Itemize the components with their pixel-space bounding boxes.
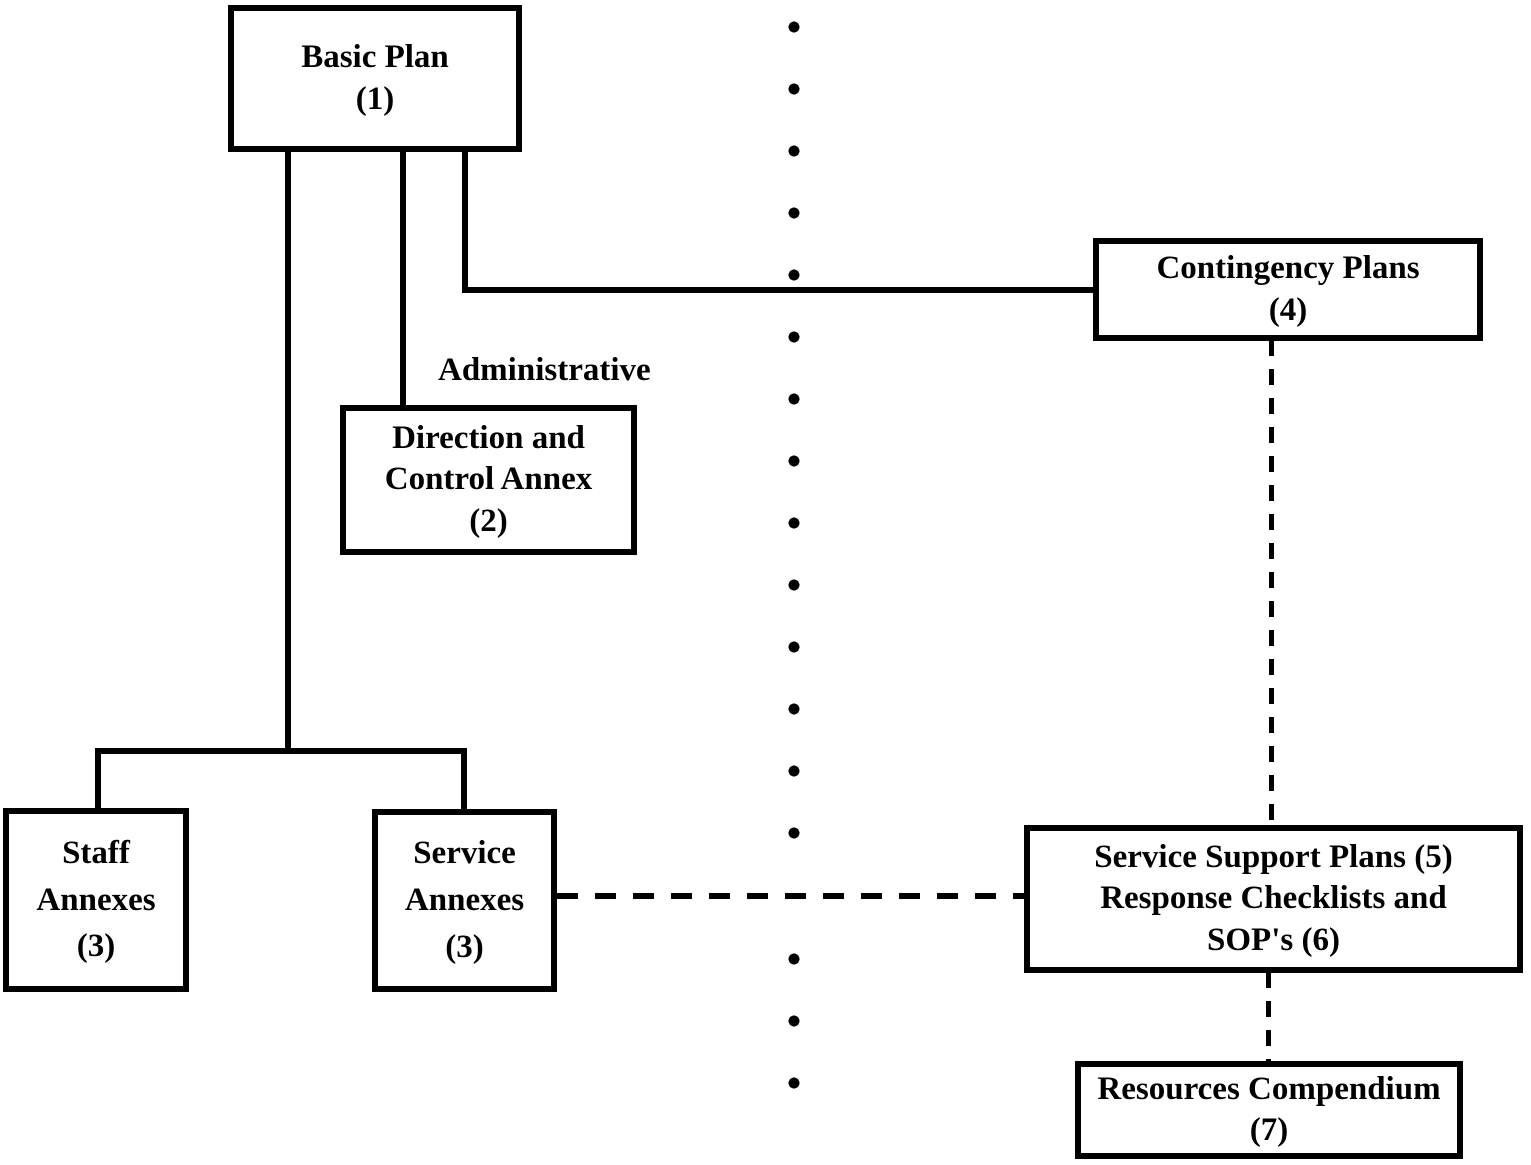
resources-compendium-number: (7) — [1249, 1112, 1289, 1148]
staff-annexes-label-line2: Annexes — [36, 881, 156, 918]
service-annexes-number: (3) — [445, 928, 484, 965]
staff-annexes-box: Staff Annexes (3) — [3, 808, 189, 992]
connector-basic-to-contingency-horizontal — [462, 287, 1098, 293]
service-support-label-line3: SOP's (6) — [1207, 921, 1340, 958]
direction-control-label-line1: Direction and — [392, 420, 585, 457]
service-annexes-label-line1: Service — [413, 835, 516, 872]
connector-service-annexes-to-support-dashed — [557, 893, 1025, 899]
resources-compendium-label: Resources Compendium — [1097, 1070, 1441, 1107]
direction-control-label-line2: Control Annex — [384, 461, 593, 498]
service-support-plans-box: Service Support Plans (5) Response Check… — [1024, 825, 1523, 973]
staff-annexes-number: (3) — [76, 928, 116, 965]
connector-basic-to-direction-vertical — [400, 150, 406, 408]
staff-annexes-label-line1: Staff — [62, 834, 130, 871]
basic-plan-box: Basic Plan (1) — [228, 5, 522, 152]
dotted-divider-lower — [788, 953, 800, 1089]
resources-compendium-box: Resources Compendium (7) — [1075, 1061, 1463, 1159]
contingency-plans-number: (4) — [1268, 291, 1308, 328]
basic-plan-label: Basic Plan — [301, 39, 449, 76]
direction-control-number: (2) — [469, 502, 508, 539]
connector-basic-to-annexes-vertical — [285, 150, 291, 754]
administrative-label: Administrative — [438, 352, 651, 388]
service-annexes-box: Service Annexes (3) — [372, 809, 557, 992]
contingency-plans-box: Contingency Plans (4) — [1093, 238, 1483, 341]
service-support-label-line1: Service Support Plans (5) — [1094, 839, 1453, 876]
connector-annexes-horizontal — [95, 748, 467, 754]
service-support-label-line2: Response Checklists and — [1100, 880, 1447, 917]
connector-support-to-resources-dashed — [1266, 972, 1271, 1062]
connector-service-annexes-drop — [461, 748, 467, 813]
direction-control-annex-box: Direction and Control Annex (2) — [340, 405, 637, 555]
connector-staff-annexes-drop — [95, 748, 101, 812]
basic-plan-number: (1) — [355, 80, 395, 117]
service-annexes-label-line2: Annexes — [404, 882, 525, 919]
contingency-plans-label: Contingency Plans — [1156, 250, 1420, 287]
connector-basic-to-contingency-vertical — [462, 150, 468, 293]
dotted-divider-upper — [788, 21, 800, 839]
connector-contingency-to-support-dashed — [1269, 340, 1274, 826]
